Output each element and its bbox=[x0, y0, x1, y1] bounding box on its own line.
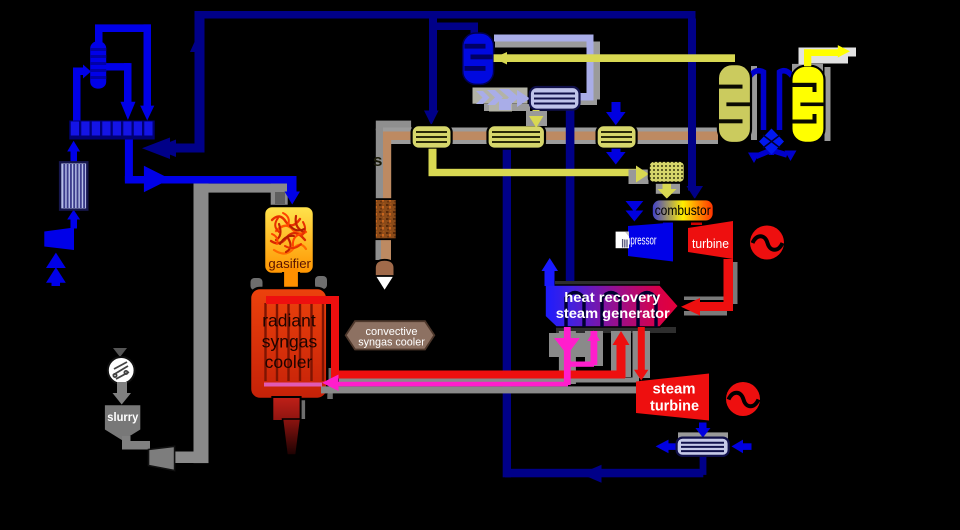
svg-text:turbine: turbine bbox=[692, 236, 729, 251]
svg-text:turbine: turbine bbox=[650, 399, 699, 415]
svg-text:gasifier: gasifier bbox=[268, 257, 311, 271]
svg-text:s: s bbox=[373, 151, 382, 170]
svg-text:syngas: syngas bbox=[262, 332, 318, 352]
svg-text:steam: steam bbox=[653, 382, 696, 398]
svg-text:combustor: combustor bbox=[655, 203, 711, 218]
svg-text:syngas cooler: syngas cooler bbox=[358, 337, 425, 349]
svg-text:steam generator: steam generator bbox=[556, 305, 671, 321]
svg-text:convective: convective bbox=[366, 326, 418, 338]
svg-text:slurry: slurry bbox=[107, 410, 138, 424]
svg-text:radiant: radiant bbox=[262, 311, 316, 331]
svg-text:cooler: cooler bbox=[265, 352, 313, 372]
svg-text:heat recovery: heat recovery bbox=[564, 289, 660, 305]
